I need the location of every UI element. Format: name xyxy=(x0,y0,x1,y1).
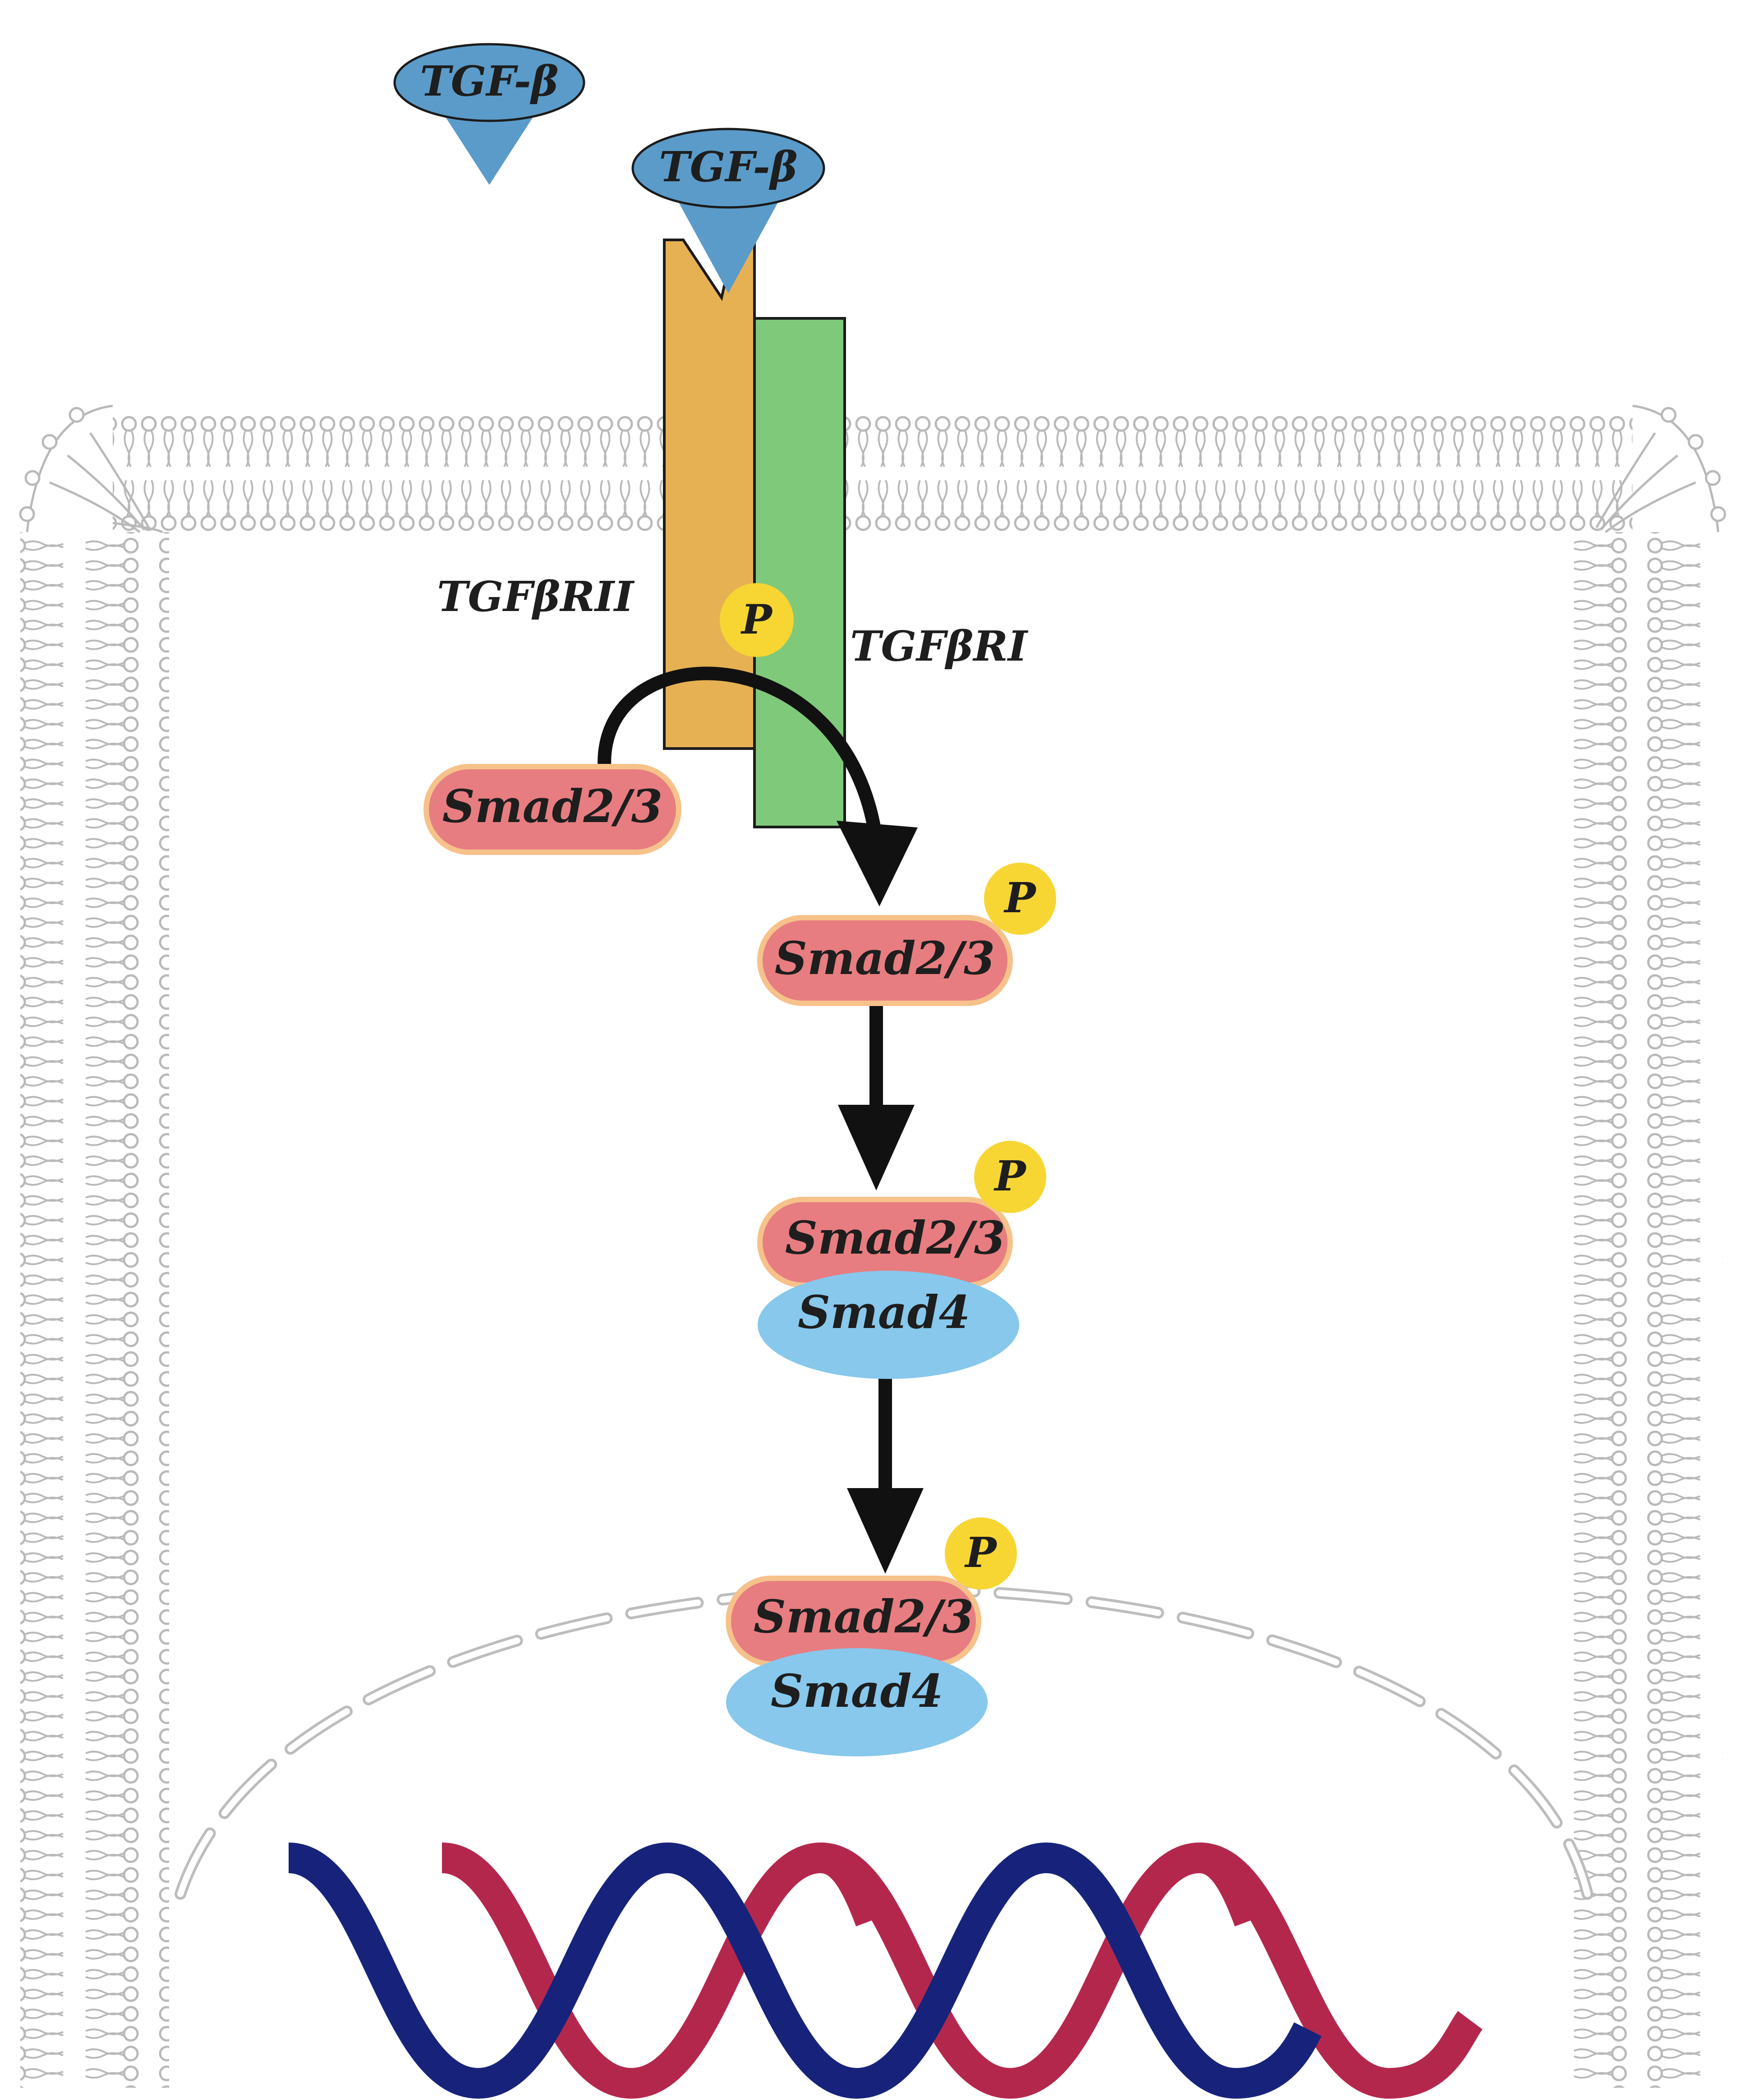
membrane-corner-left xyxy=(19,404,163,533)
smad23-phosphorylated-label: Smad2/3 xyxy=(775,932,995,985)
ligand-free-label: TGF-β xyxy=(420,57,559,106)
tgfbr1-receptor xyxy=(753,317,846,828)
smad4-cytoplasm xyxy=(758,1271,1019,1379)
cell-membrane xyxy=(19,397,1726,2088)
ligand-bound: TGF-β xyxy=(631,128,825,293)
receptor-phospho-circle xyxy=(720,583,794,657)
smad23-inactive: Smad2/3 xyxy=(423,764,681,855)
smad-complex-nucleus: P Smad2/3 Smad4 xyxy=(726,1517,1017,1756)
complex-smad4-label: Smad4 xyxy=(798,1286,970,1339)
nucleus-smad4-label: Smad4 xyxy=(771,1664,943,1718)
curved-arrow-phosphorylation xyxy=(598,666,884,855)
nucleus-phospho-circle xyxy=(945,1517,1017,1590)
membrane-top-band xyxy=(113,397,1633,532)
membrane-right-band xyxy=(1574,532,1723,2088)
complex-phospho-label: P xyxy=(993,1152,1027,1200)
nucleus-smad23-label: Smad2/3 xyxy=(754,1590,974,1643)
smad23-phospho-label: P xyxy=(1003,873,1037,922)
curved-arrow-head xyxy=(837,821,918,906)
receptor-phospho-label: P xyxy=(740,596,773,643)
arrows xyxy=(598,666,924,1574)
receptor-phospho-group: P xyxy=(720,583,794,657)
ligand-free: TGF-β xyxy=(393,43,585,185)
smad23-inactive-label: Smad2/3 xyxy=(442,780,662,833)
ligand-bound-label: TGF-β xyxy=(659,142,798,191)
smad-complex-cytoplasm: P Smad2/3 Smad4 xyxy=(757,1141,1046,1379)
dna-strand-blue xyxy=(287,1842,1322,2099)
dna-strand-red-front xyxy=(819,1843,1264,1926)
nucleus-phospho-label: P xyxy=(964,1528,998,1577)
smad4-nucleus xyxy=(726,1648,988,1756)
membrane-left-band xyxy=(20,532,169,2088)
tgfbr1-label: TGFβRI xyxy=(850,622,1029,671)
arrow-to-nucleus-head xyxy=(847,1488,924,1574)
tgfbr2-label: TGFβRII xyxy=(437,572,635,621)
complex-smad23-label: Smad2/3 xyxy=(785,1211,1005,1264)
membrane-corner-right xyxy=(1595,404,1726,533)
arrow-to-smad4-complex-head xyxy=(838,1105,915,1190)
dna-double-helix xyxy=(287,1842,1483,2099)
dna-strand-red xyxy=(441,1842,1483,2099)
complex-phospho-circle xyxy=(974,1141,1046,1213)
smad23-phosphorylated: P Smad2/3 xyxy=(757,863,1056,1006)
nuclear-envelope-inner xyxy=(177,1586,1591,1897)
smad23-phospho-circle xyxy=(984,863,1056,935)
